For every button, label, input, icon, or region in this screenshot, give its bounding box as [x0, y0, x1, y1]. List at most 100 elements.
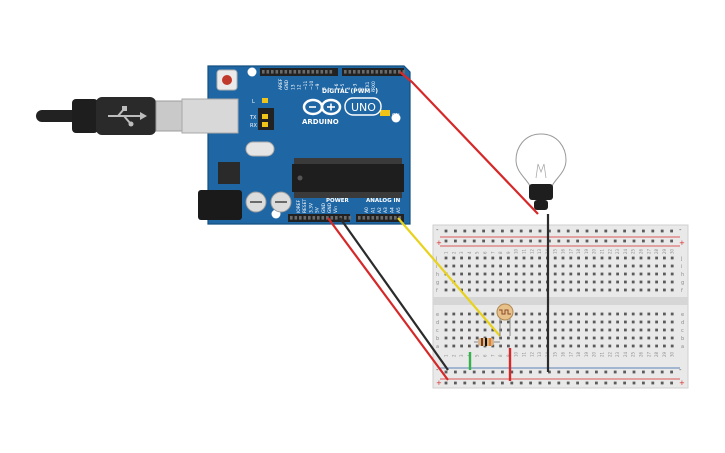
breadboard-hole[interactable] [600, 256, 604, 260]
header-pin-hole[interactable] [317, 216, 320, 220]
header-pin-hole[interactable] [380, 216, 384, 220]
breadboard-hole[interactable] [522, 264, 526, 268]
breadboard-hole[interactable] [561, 328, 565, 332]
breadboard-hole[interactable] [613, 370, 617, 374]
breadboard-hole[interactable] [616, 272, 619, 276]
breadboard-hole[interactable] [577, 320, 580, 324]
breadboard-hole[interactable] [569, 344, 573, 348]
breadboard-hole[interactable] [569, 256, 573, 260]
breadboard-hole[interactable] [510, 381, 514, 385]
breadboard-hole[interactable] [538, 320, 541, 324]
breadboard-hole[interactable] [475, 272, 479, 276]
breadboard-hole[interactable] [624, 288, 627, 292]
breadboard-hole[interactable] [576, 381, 579, 385]
breadboard-hole[interactable] [670, 344, 674, 348]
breadboard-hole[interactable] [651, 239, 655, 243]
breadboard-hole[interactable] [491, 320, 495, 324]
breadboard-hole[interactable] [444, 239, 448, 243]
breadboard-hole[interactable] [522, 288, 526, 292]
breadboard-hole[interactable] [491, 280, 495, 284]
breadboard-hole[interactable] [631, 280, 635, 284]
header-pin-hole[interactable] [385, 216, 388, 220]
breadboard-hole[interactable] [623, 229, 626, 233]
breadboard-hole[interactable] [475, 256, 479, 260]
breadboard-hole[interactable] [592, 272, 596, 276]
breadboard-hole[interactable] [475, 312, 479, 316]
breadboard-hole[interactable] [538, 336, 541, 340]
breadboard-hole[interactable] [632, 381, 636, 385]
breadboard-hole[interactable] [561, 344, 565, 348]
breadboard-hole[interactable] [566, 229, 570, 233]
header-pin-hole[interactable] [398, 70, 401, 74]
breadboard-hole[interactable] [600, 272, 604, 276]
breadboard-hole[interactable] [491, 229, 495, 233]
breadboard-hole[interactable] [616, 256, 619, 260]
breadboard-hole[interactable] [522, 328, 526, 332]
breadboard-hole[interactable] [460, 344, 463, 348]
breadboard-hole[interactable] [639, 328, 643, 332]
breadboard-hole[interactable] [475, 288, 479, 292]
breadboard-hole[interactable] [595, 370, 598, 374]
breadboard-hole[interactable] [585, 328, 588, 332]
breadboard-hole[interactable] [491, 344, 495, 348]
breadboard-hole[interactable] [483, 312, 487, 316]
wires[interactable] [327, 71, 550, 381]
breadboard-hole[interactable] [553, 264, 557, 268]
breadboard-hole[interactable] [660, 381, 664, 385]
breadboard-hole[interactable] [452, 272, 456, 276]
breadboard-hole[interactable] [576, 239, 579, 243]
breadboard-hole[interactable] [670, 256, 674, 260]
breadboard-hole[interactable] [651, 381, 655, 385]
breadboard-hole[interactable] [660, 370, 664, 374]
breadboard-hole[interactable] [530, 320, 534, 324]
breadboard-hole[interactable] [553, 312, 557, 316]
breadboard-hole[interactable] [600, 320, 604, 324]
breadboard-hole[interactable] [468, 328, 471, 332]
breadboard-hole[interactable] [561, 256, 565, 260]
breadboard-hole[interactable] [499, 328, 502, 332]
breadboard-hole[interactable] [608, 344, 612, 348]
breadboard-hole[interactable] [538, 229, 542, 233]
breadboard-hole[interactable] [670, 320, 674, 324]
breadboard-hole[interactable] [608, 312, 612, 316]
breadboard-hole[interactable] [553, 256, 557, 260]
breadboard-hole[interactable] [647, 320, 651, 324]
header-pin-hole[interactable] [275, 70, 279, 74]
breadboard-hole[interactable] [499, 256, 502, 260]
breadboard-hole[interactable] [566, 381, 570, 385]
breadboard-hole[interactable] [491, 264, 495, 268]
breadboard-hole[interactable] [569, 288, 573, 292]
breadboard-hole[interactable] [631, 344, 635, 348]
breadboard-hole[interactable] [642, 381, 645, 385]
breadboard-hole[interactable] [557, 370, 561, 374]
breadboard-hole[interactable] [530, 288, 534, 292]
breadboard-hole[interactable] [452, 344, 456, 348]
breadboard-hole[interactable] [631, 320, 635, 324]
breadboard-hole[interactable] [538, 370, 542, 374]
breadboard-hole[interactable] [538, 272, 541, 276]
breadboard-hole[interactable] [616, 280, 619, 284]
header-pin-hole[interactable] [393, 70, 397, 74]
breadboard-hole[interactable] [483, 264, 487, 268]
breadboard-hole[interactable] [569, 320, 573, 324]
breadboard-hole[interactable] [569, 312, 573, 316]
breadboard-hole[interactable] [548, 229, 551, 233]
header-pin-hole[interactable] [325, 70, 328, 74]
analog-header[interactable] [356, 214, 404, 222]
breadboard-hole[interactable] [569, 336, 573, 340]
breadboard-hole[interactable] [561, 264, 565, 268]
breadboard-hole[interactable] [475, 328, 479, 332]
breadboard-hole[interactable] [624, 344, 627, 348]
breadboard-hole[interactable] [452, 336, 456, 340]
breadboard-hole[interactable] [647, 264, 651, 268]
breadboard-hole[interactable] [530, 272, 534, 276]
breadboard-hole[interactable] [624, 312, 627, 316]
breadboard-hole[interactable] [585, 381, 589, 385]
breadboard-hole[interactable] [670, 312, 674, 316]
breadboard-hole[interactable] [468, 336, 471, 340]
breadboard-hole[interactable] [472, 229, 476, 233]
breadboard-hole[interactable] [522, 312, 526, 316]
breadboard-hole[interactable] [613, 381, 617, 385]
breadboard-hole[interactable] [460, 280, 463, 284]
